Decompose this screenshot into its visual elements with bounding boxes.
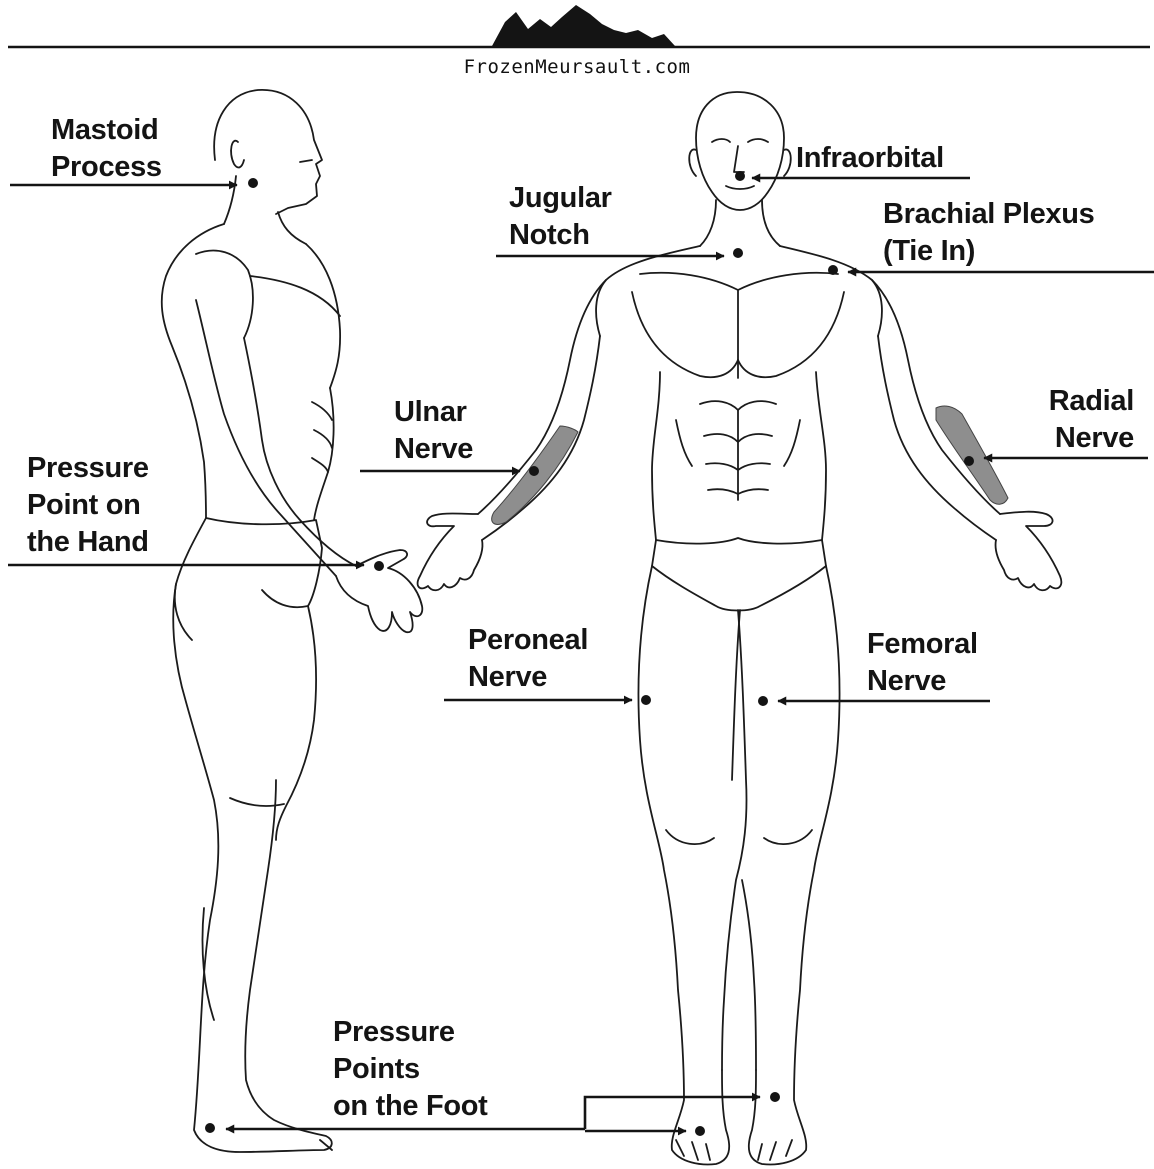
foot-bracket <box>585 1097 760 1129</box>
mountain-logo <box>492 5 675 46</box>
label-line: Points <box>333 1051 488 1088</box>
label-line: Pressure <box>27 450 149 487</box>
label-femoral: Femoral Nerve <box>867 626 978 700</box>
site-name: FrozenMeursault.com <box>0 56 1154 78</box>
label-jugular: Jugular Notch <box>509 180 612 254</box>
mastoid-point <box>248 178 258 188</box>
femoral-point <box>758 696 768 706</box>
label-line: Notch <box>509 217 612 254</box>
label-line: Point on <box>27 487 149 524</box>
label-line: Ulnar <box>394 394 473 431</box>
label-mastoid: Mastoid Process <box>51 112 162 186</box>
infraorbital-point <box>735 171 745 181</box>
peroneal-point <box>641 695 651 705</box>
label-line: Nerve <box>394 431 473 468</box>
label-hand: Pressure Point on the Hand <box>27 450 149 561</box>
label-peroneal: Peroneal Nerve <box>468 622 588 696</box>
label-line: on the Foot <box>333 1088 488 1125</box>
label-line: Radial <box>1000 383 1134 420</box>
label-infraorbital: Infraorbital <box>796 140 944 177</box>
label-line: Femoral <box>867 626 978 663</box>
label-line: Nerve <box>867 663 978 700</box>
foot-point-front-a <box>695 1126 705 1136</box>
label-line: Process <box>51 149 162 186</box>
label-foot: Pressure Points on the Foot <box>333 1014 488 1125</box>
label-line: Mastoid <box>51 112 162 149</box>
jugular-point <box>733 248 743 258</box>
label-line: the Hand <box>27 524 149 561</box>
label-line: Jugular <box>509 180 612 217</box>
label-line: Nerve <box>468 659 588 696</box>
label-line: Peroneal <box>468 622 588 659</box>
label-brachial: Brachial Plexus (Tie In) <box>883 196 1095 270</box>
brachial-point <box>828 265 838 275</box>
label-line: (Tie In) <box>883 233 1095 270</box>
label-line: Infraorbital <box>796 140 944 177</box>
ulnar-point <box>529 466 539 476</box>
label-ulnar: Ulnar Nerve <box>394 394 473 468</box>
side-view-figure <box>162 90 423 1152</box>
foot-point-side <box>205 1123 215 1133</box>
label-line: Brachial Plexus <box>883 196 1095 233</box>
foot-point-front-b <box>770 1092 780 1102</box>
label-line: Nerve <box>1000 420 1134 457</box>
radial-point <box>964 456 974 466</box>
label-radial: Radial Nerve <box>1000 383 1134 457</box>
label-line: Pressure <box>333 1014 488 1051</box>
hand-point <box>374 561 384 571</box>
